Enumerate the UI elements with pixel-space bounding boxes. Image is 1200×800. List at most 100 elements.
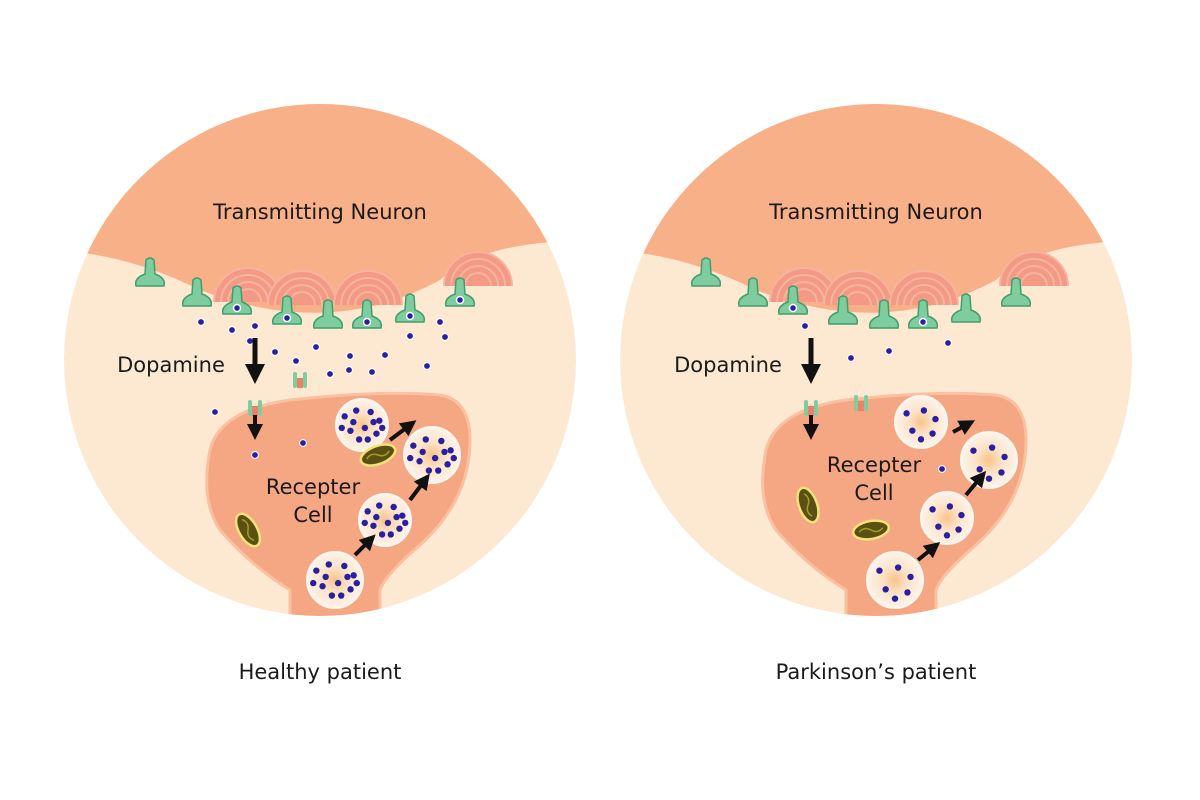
panel-parkinsons: Transmitting Neuron Dopamine Recepter Ce… [620,104,1132,616]
transporter-icon [181,277,213,307]
mitochondria [234,443,397,548]
dopamine-molecule [423,362,431,370]
vesicle-dopamine [438,437,445,445]
vesicle-dopamine [364,436,371,443]
vesicle [403,426,461,484]
vesicle [335,398,389,452]
dopamine-molecule [246,337,254,345]
receptor-cell-label-line1: Recepter [266,475,361,499]
vesicle-dopamine [396,525,403,532]
dopamine-molecule [406,332,414,340]
vesicle-dopamine [334,579,342,587]
dopamine-transporters [134,257,476,329]
transporter-shape [868,299,900,329]
bouton-arc [333,270,403,306]
transport-arrow-icon [952,420,976,435]
vesicle-dopamine [985,475,993,482]
bound-dopamine [232,303,242,313]
dopamine-molecule [345,366,353,374]
vesicle-dopamine [917,436,925,443]
dopamine-molecule [436,318,444,326]
transporter-icon [950,293,982,323]
vesicle-dopamine [435,467,442,474]
vesicle-dopamine [353,407,360,414]
transporter-shape [394,293,426,323]
bound-dopamine [788,303,798,313]
transport-arrow-icon [916,541,941,562]
dopamine-molecule [944,339,952,347]
bound-dopamine [362,317,372,327]
vesicle-membrane [403,426,461,484]
dopamine-molecule [346,352,354,360]
vesicle-dopamine [998,469,1005,476]
transporter-shape [950,293,982,323]
bouton-arc [450,258,506,287]
vesicle-dopamine [441,448,448,456]
synaptic-boutons [769,251,1069,306]
neuron-label: Transmitting Neuron [212,200,427,224]
receptor-right [864,395,868,411]
vesicle-dopamine [943,532,951,539]
vesicles [306,398,461,609]
vesicle-dopamine [364,508,371,515]
dopamine-molecule [801,322,809,330]
bound-dopamine [405,311,415,321]
vesicle-dopamine [373,513,380,521]
receptor-right [303,372,307,388]
transporter-shape [312,299,344,329]
caption-parkinsons: Parkinson’s patient [775,660,977,684]
vesicle-dopamine [350,572,357,579]
bouton-arc [354,291,382,306]
receptor-left [854,395,858,411]
vesicle-dopamine [353,579,360,587]
vesicle-membrane [358,493,412,547]
bound-dopamine [282,313,292,323]
transporter-shape [181,277,213,307]
transporter-shape [737,277,769,307]
receptor-cell-label-line2: Cell [854,481,893,505]
vesicle-dopamine [379,424,386,432]
vesicle-dopamine [444,461,451,468]
vesicle-dopamine [338,424,345,432]
vesicle-dopamine [970,447,977,454]
transporter-icon [737,277,769,307]
bouton-arc [347,284,389,306]
receptor-core [858,401,864,411]
dopamine-molecule [368,368,376,376]
vesicle [358,493,412,547]
vesicle-dopamine [355,436,363,443]
bound-dopamine [455,295,465,305]
vesicle-dopamine [310,579,317,587]
dopamine-molecule [326,370,334,378]
dopamine-molecule [441,333,449,341]
vesicle-dopamine [876,567,883,574]
dopamine-label: Dopamine [117,353,225,377]
transporter-icon [271,295,303,325]
transporter-icon [134,257,166,287]
dopamine-transporters [690,257,1032,329]
vesicle-dopamine [387,531,394,538]
vesicle-dopamine [929,506,936,513]
receptor-left [248,400,252,416]
caption-healthy: Healthy patient [238,660,402,684]
dopamine-molecule [271,348,279,356]
transport-arrow-icon [964,470,987,497]
vesicle-dopamine [390,503,397,511]
vesicle [306,551,364,609]
transporter-shape [221,285,253,315]
bouton-arc [910,291,938,306]
vesicle-dopamine [920,407,928,414]
dopamine-molecules [801,322,952,473]
transporter-shape [444,277,476,307]
transporter-icon [777,285,809,315]
vesicle-dopamine [402,519,409,527]
transport-arrow-icon [408,473,430,502]
vesicle-dopamine [932,415,939,423]
vesicle-dopamine [313,567,320,574]
dopamine-molecule [211,408,219,416]
panel-healthy: Transmitting Neuron Dopamine Recepter Ce… [64,104,576,616]
transporter-shape [777,285,809,315]
dopamine-molecule [381,351,389,359]
vesicle-dopamine [907,573,914,581]
